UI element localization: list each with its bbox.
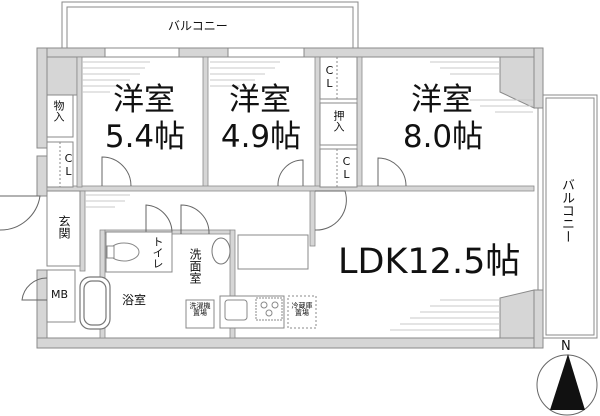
entrance-label: 玄関 — [57, 215, 71, 239]
closet-label-right-bottom: CL — [340, 155, 353, 181]
washroom-label: 洗面室 — [188, 248, 202, 284]
bathtub — [79, 276, 111, 330]
top-balcony-label: バルコニー — [168, 19, 228, 33]
room-size-western-2: 4.9帖 — [220, 119, 302, 155]
toilet-label: トイレ — [151, 236, 164, 269]
room-name-western-2: 洋室 — [229, 82, 291, 118]
washer-space-label: 洗濯機置場 — [189, 302, 211, 317]
floor-hatching — [82, 61, 533, 331]
storeroom-label: 物入 — [52, 100, 65, 122]
door-swings — [0, 156, 407, 301]
room-label-ldk: LDK12.5帖 — [338, 242, 521, 282]
kitchen-counter — [185, 234, 317, 329]
room-size-western-1: 5.4帖 — [104, 119, 186, 155]
washbasin — [211, 237, 231, 265]
compass-icon — [536, 354, 598, 416]
fridge-space-label: 冷蔵庫置場 — [291, 302, 313, 317]
room-size-western-3: 8.0帖 — [402, 119, 484, 155]
room-name-western-1: 洋室 — [113, 82, 175, 118]
room-name-western-3: 洋室 — [411, 82, 473, 118]
closets — [46, 56, 358, 323]
toilet-room — [105, 231, 173, 273]
compass-north-label: N — [561, 339, 571, 354]
oshiire-label: 押入 — [332, 110, 345, 132]
right-balcony-label: バルコニー — [559, 178, 574, 243]
windows-top — [104, 47, 544, 291]
closet-label-left: CL — [62, 152, 75, 178]
closet-label-right-top: CL — [323, 64, 336, 90]
mb-label: MB — [51, 288, 69, 301]
bathroom-label: 浴室 — [122, 293, 147, 307]
